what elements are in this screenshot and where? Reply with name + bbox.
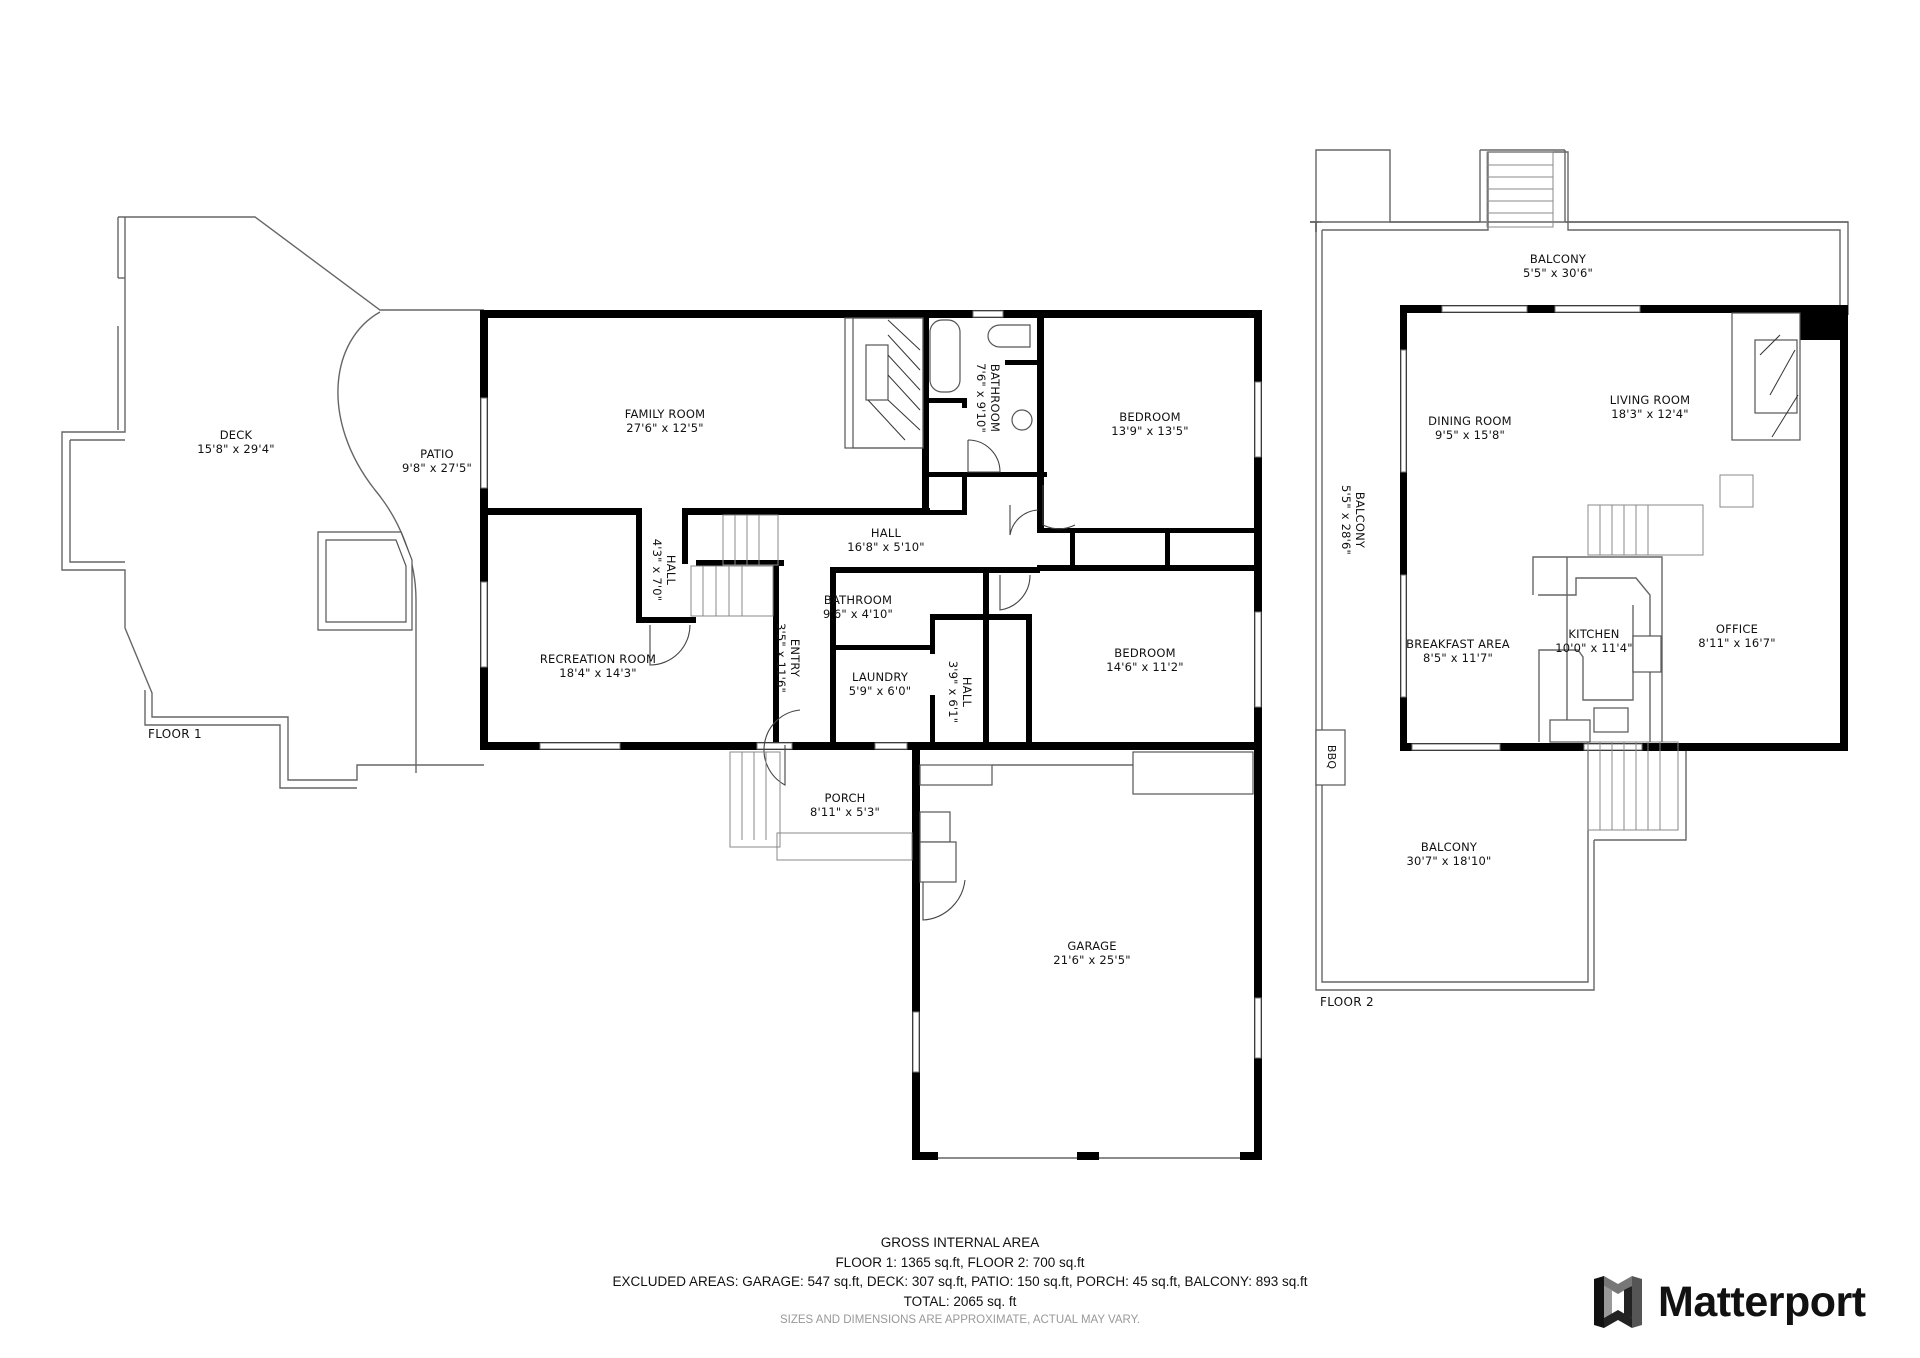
brand-name: Matterport xyxy=(1658,1277,1866,1326)
summary-floors: FLOOR 1: 1365 sq.ft, FLOOR 2: 700 sq.ft xyxy=(835,1254,1085,1270)
floor-1-plan xyxy=(61,216,1262,1160)
hot-tub xyxy=(317,531,413,631)
summary-excluded: EXCLUDED AREAS: GARAGE: 547 sq.ft, DECK:… xyxy=(612,1274,1308,1289)
floor-2-top-stairs xyxy=(1486,151,1554,228)
bbq-label: BBQ xyxy=(1325,744,1338,770)
summary-title: GROSS INTERNAL AREA xyxy=(880,1235,1040,1250)
floor-1-windows xyxy=(480,310,1262,1073)
summary-disclaimer: SIZES AND DIMENSIONS ARE APPROXIMATE, AC… xyxy=(779,1314,1140,1326)
fireplace xyxy=(844,317,924,449)
bbq-fixture xyxy=(1315,729,1346,786)
area-summary: GROSS INTERNAL AREA FLOOR 1: 1365 sq.ft,… xyxy=(0,1233,1920,1331)
floor-1-label: FLOOR 1 xyxy=(148,727,202,741)
floor-1-stairs xyxy=(690,514,913,861)
matterport-logo: Matterport xyxy=(1592,1276,1866,1328)
floor-1-walls xyxy=(480,310,1262,1160)
floor-2-label: FLOOR 2 xyxy=(1320,995,1374,1009)
summary-total: TOTAL: 2065 sq. ft xyxy=(903,1293,1017,1309)
matterport-logo-icon xyxy=(1594,1276,1642,1328)
deck-outline xyxy=(61,216,484,789)
floor-2-plan xyxy=(1310,149,1849,991)
